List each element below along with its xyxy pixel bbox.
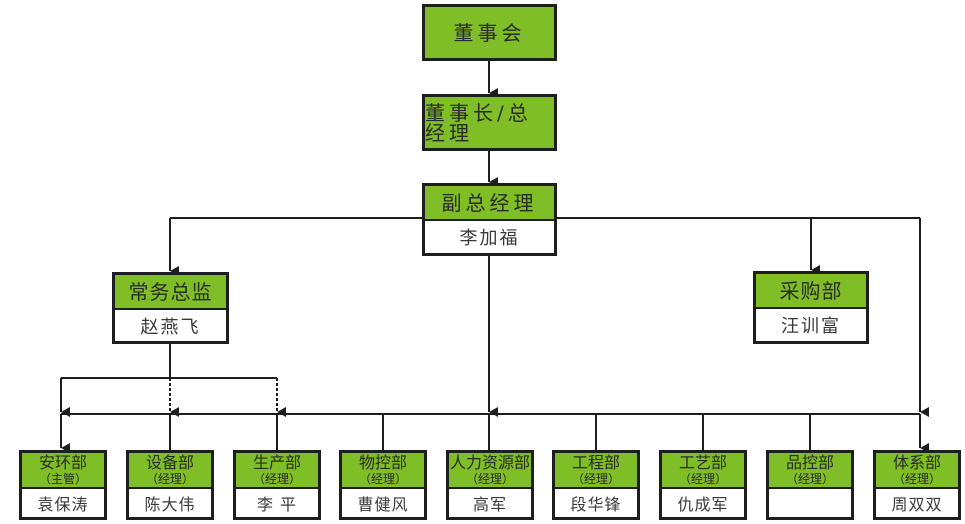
department-node[interactable]: 安环部 （主管） 袁保涛 xyxy=(19,450,107,520)
department-role-text: （经理） xyxy=(892,472,941,486)
node-person-text: 汪训富 xyxy=(781,316,841,337)
department-person: 高军 xyxy=(449,487,531,517)
department-person-text: 周双双 xyxy=(891,495,943,514)
department-person-text: 陈大伟 xyxy=(144,495,196,514)
department-node[interactable]: 设备部 （经理） 陈大伟 xyxy=(126,450,214,520)
department-person: 段华锋 xyxy=(555,487,637,517)
department-person-text: 仇成军 xyxy=(677,495,729,514)
department-role-text: （经理） xyxy=(252,472,301,486)
department-person: 曹健风 xyxy=(342,487,424,517)
department-person-text: 段华锋 xyxy=(570,495,622,514)
department-person: 周双双 xyxy=(876,487,958,517)
department-role-text: （主管） xyxy=(38,472,87,486)
node-title: 常务总监 xyxy=(115,275,226,308)
department-node[interactable]: 品控部 （经理） xyxy=(766,450,854,520)
department-title-text: 体系部 xyxy=(892,453,941,472)
department-title-text: 工程部 xyxy=(571,453,620,472)
department-title: 设备部 （经理） xyxy=(129,453,211,487)
department-title: 品控部 （经理） xyxy=(769,453,851,487)
node-board[interactable]: 董事会 xyxy=(422,4,557,61)
department-person xyxy=(769,487,851,517)
node-title-text: 董事会 xyxy=(453,20,526,45)
node-title: 副总经理 xyxy=(425,186,554,219)
node-chairman[interactable]: 董事长/总经理 xyxy=(422,94,557,151)
node-person: 赵燕飞 xyxy=(115,308,226,341)
node-title-text: 董事长/总经理 xyxy=(425,100,532,145)
department-title: 生产部 （经理） xyxy=(236,453,318,487)
department-title-text: 设备部 xyxy=(145,453,194,472)
node-title: 董事会 xyxy=(425,7,554,58)
department-node[interactable]: 生产部 （经理） 李 平 xyxy=(233,450,321,520)
department-person: 仇成军 xyxy=(662,487,744,517)
department-node[interactable]: 人力资源部 （经理） 高军 xyxy=(446,450,534,520)
department-title-text: 物控部 xyxy=(358,453,407,472)
department-person: 李 平 xyxy=(236,487,318,517)
department-title: 物控部 （经理） xyxy=(342,453,424,487)
department-person-text: 高军 xyxy=(472,495,507,514)
node-person: 李加福 xyxy=(425,219,554,253)
department-title-text: 人力资源部 xyxy=(449,453,530,472)
node-title-text: 副总经理 xyxy=(441,190,538,215)
department-node[interactable]: 体系部 （经理） 周双双 xyxy=(873,450,961,520)
department-title-text: 生产部 xyxy=(252,453,301,472)
department-node[interactable]: 工程部 （经理） 段华锋 xyxy=(552,450,640,520)
department-person-text: 李 平 xyxy=(256,495,298,514)
department-person-text: 曹健风 xyxy=(357,495,409,514)
department-title: 工艺部 （经理） xyxy=(662,453,744,487)
node-procurement[interactable]: 采购部 汪训富 xyxy=(753,271,869,344)
department-node[interactable]: 物控部 （经理） 曹健风 xyxy=(339,450,427,520)
department-person: 陈大伟 xyxy=(129,487,211,517)
node-title-text: 常务总监 xyxy=(128,279,213,304)
node-title: 董事长/总经理 xyxy=(425,97,554,148)
node-person-text: 李加福 xyxy=(459,228,520,249)
department-title-text: 安环部 xyxy=(38,453,87,472)
department-title: 安环部 （主管） xyxy=(22,453,104,487)
department-title-text: 工艺部 xyxy=(678,453,727,472)
department-role-text: （经理） xyxy=(571,472,620,486)
department-title-text: 品控部 xyxy=(785,453,834,472)
node-exec-director[interactable]: 常务总监 赵燕飞 xyxy=(112,272,229,344)
department-role-text: （经理） xyxy=(785,472,834,486)
node-vp[interactable]: 副总经理 李加福 xyxy=(422,183,557,256)
department-role-text: （经理） xyxy=(465,472,514,486)
department-title: 体系部 （经理） xyxy=(876,453,958,487)
node-title: 采购部 xyxy=(756,274,866,307)
department-role-text: （经理） xyxy=(358,472,407,486)
department-role-text: （经理） xyxy=(678,472,727,486)
department-person-text: 袁保涛 xyxy=(37,495,89,514)
department-node[interactable]: 工艺部 （经理） 仇成军 xyxy=(659,450,747,520)
department-title: 人力资源部 （经理） xyxy=(449,453,531,487)
node-person: 汪训富 xyxy=(756,307,866,341)
node-person-text: 赵燕飞 xyxy=(140,316,201,338)
department-title: 工程部 （经理） xyxy=(555,453,637,487)
department-person: 袁保涛 xyxy=(22,487,104,517)
node-title-text: 采购部 xyxy=(779,278,843,303)
department-role-text: （经理） xyxy=(145,472,194,486)
